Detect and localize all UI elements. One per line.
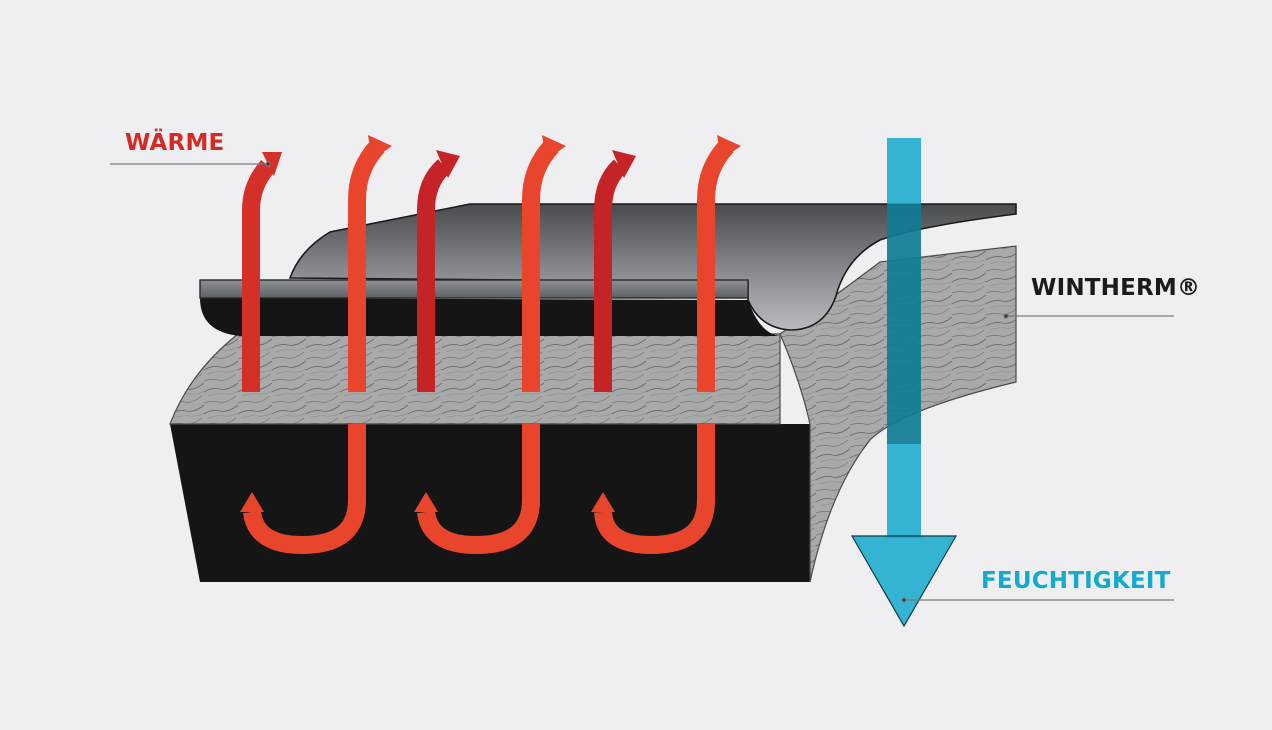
- shell-flap-edge: [199, 279, 749, 299]
- up-arrow-icon: [717, 135, 741, 160]
- leader-dot-moisture: [901, 597, 907, 603]
- loop-arrow-icon: [243, 424, 366, 555]
- heat-loop-arrows: [240, 424, 715, 555]
- up-arrow-icon: [368, 135, 392, 160]
- loop-arrow-icon: [417, 424, 540, 555]
- loop-arrow-icon: [240, 492, 264, 512]
- leader-lines: [110, 161, 1174, 603]
- down-arrow-icon: [887, 138, 921, 538]
- down-arrow-icon: [850, 535, 958, 628]
- up-arrow-icon: [436, 150, 460, 178]
- loop-arrow-icon: [594, 424, 715, 555]
- up-arrow-icon: [594, 159, 627, 392]
- moisture-arrow-overlap: [887, 204, 921, 444]
- leader-dot-heat: [265, 161, 271, 167]
- up-arrow-icon: [417, 159, 451, 392]
- up-arrow-icon: [542, 135, 566, 160]
- heat-up-arrows: [242, 135, 741, 392]
- up-arrow-icon: [242, 160, 275, 392]
- loop-arrow-icon: [414, 492, 438, 512]
- up-arrow-icon: [262, 152, 282, 176]
- loop-arrow-icon: [591, 492, 615, 512]
- moisture-label: FEUCHTIGKEIT: [981, 568, 1171, 594]
- fleece-layer-top: [169, 333, 781, 425]
- heat-label: WÄRME: [125, 130, 225, 156]
- shell-flap-underside: [200, 298, 780, 336]
- up-arrow-icon: [612, 150, 636, 178]
- material-label: WINTHERM®: [1031, 275, 1201, 301]
- leader-dot-material: [1003, 313, 1009, 319]
- moisture-arrow: [850, 138, 958, 628]
